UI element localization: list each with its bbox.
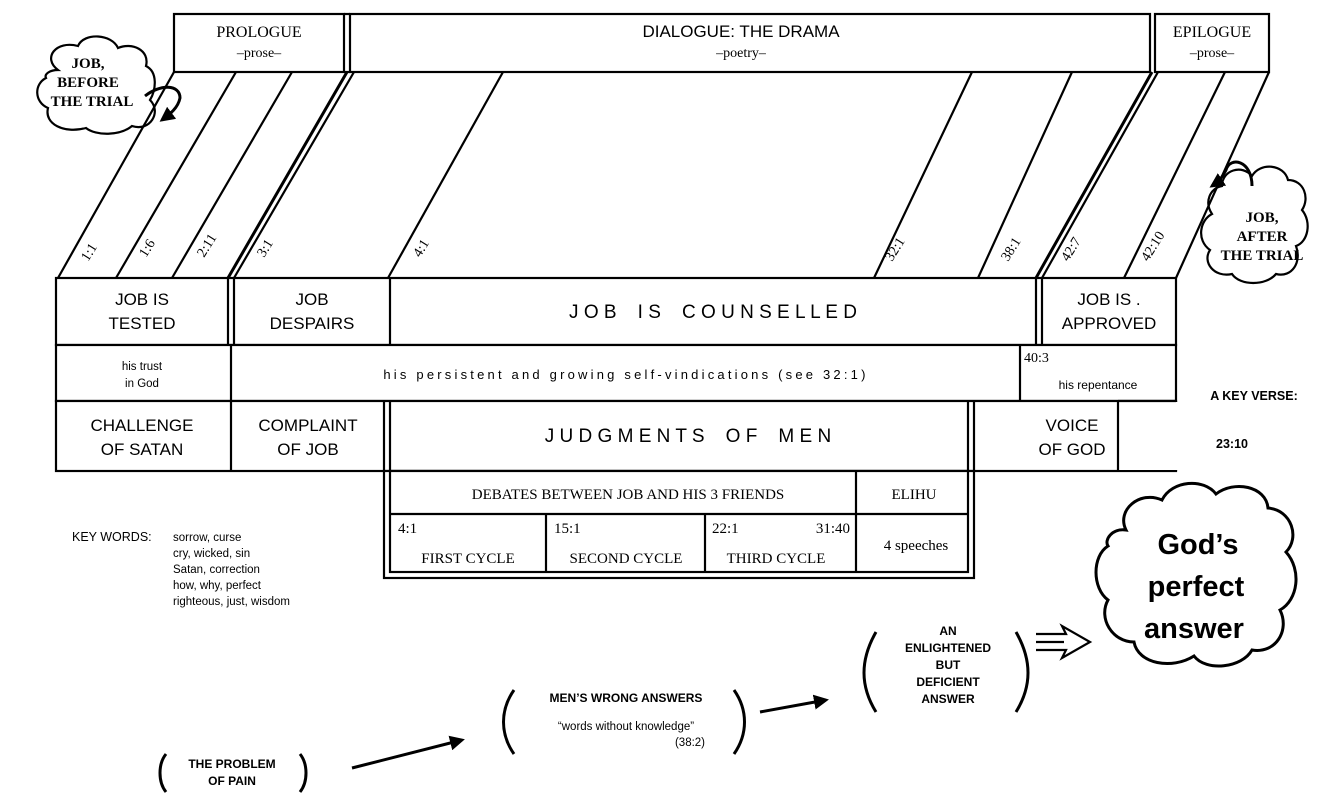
key-words-line: cry, wicked, sin (173, 548, 250, 560)
wrong-answers-quote: “words without knowledge” (558, 721, 694, 733)
double-arrow-icon (1036, 623, 1093, 661)
ref-label: 4:1 (411, 237, 433, 260)
answer-flow: THE PROBLEM OF PAIN MEN’S WRONG ANSWERS … (158, 481, 1298, 793)
repentance-text: his repentance (1059, 378, 1138, 392)
ref-label: 42:10 (1139, 229, 1169, 264)
perfect-answer-line2: perfect (1148, 571, 1245, 603)
cycle-label: SECOND CYCLE (570, 551, 683, 567)
dialogue-sub: –poetry– (715, 46, 767, 61)
cycle-ref: 15:1 (554, 521, 581, 537)
job-is-approved-line1: JOB IS . (1077, 290, 1140, 309)
arrow-to-enlightened (759, 694, 829, 714)
enlightened-line: AN (939, 624, 956, 638)
main-grid: JOB IS TESTED JOB DESPAIRS J O B I S C O… (54, 276, 1178, 473)
ref-label: 2:11 (195, 231, 221, 260)
epilogue-box (1153, 12, 1271, 74)
key-verse-ref: 23:10 (1216, 437, 1248, 451)
ref-label: 3:1 (255, 237, 277, 260)
key-words-line: righteous, just, wisdom (173, 596, 290, 608)
problem-of-pain-line1: THE PROBLEM (188, 757, 275, 771)
key-words: KEY WORDS: sorrow, curse cry, wicked, si… (72, 530, 290, 608)
cycle-label: FIRST CYCLE (421, 551, 515, 567)
callout-before-line3: THE TRIAL (51, 94, 134, 110)
header-bar: PROLOGUE –prose– DIALOGUE: THE DRAMA –po… (172, 12, 1271, 74)
enlightened-line: DEFICIENT (916, 675, 980, 689)
trust-line1: his trust (122, 361, 163, 373)
dialogue-title: DIALOGUE: THE DRAMA (642, 22, 840, 41)
key-words-line: how, why, perfect (173, 580, 262, 592)
enlightened-line: ENLIGHTENED (905, 641, 991, 655)
ref-label: 32:1 (883, 235, 909, 264)
wrong-answers-title: MEN’S WRONG ANSWERS (550, 691, 703, 705)
callout-after-line3: THE TRIAL (1221, 248, 1304, 264)
job-despairs-line2: DESPAIRS (270, 314, 355, 333)
dialogue-box (348, 12, 1152, 74)
cycle-ref-end: 31:40 (816, 521, 850, 537)
chapter-division-lines (57, 71, 1226, 279)
row2-frame (54, 343, 1178, 403)
epilogue-title: EPILOGUE (1173, 24, 1251, 41)
job-is-tested-line2: TESTED (108, 314, 175, 333)
problem-of-pain-line2: OF PAIN (208, 774, 256, 788)
callout-after-trial: JOB, AFTER THE TRIAL (1200, 160, 1309, 285)
job-is-approved-line2: APPROVED (1062, 314, 1156, 333)
self-vindication-text: his persistent and growing self-vindicat… (383, 367, 868, 382)
elihu-speeches: 4 speeches (884, 538, 949, 554)
job-despairs-line1: JOB (295, 290, 328, 309)
cycle-label: THIRD CYCLE (727, 551, 826, 567)
wrong-answers-ref: (38:2) (675, 737, 705, 749)
key-verse-label: A KEY VERSE: (1210, 389, 1298, 403)
complaint-of-job-line1: COMPLAINT (258, 416, 357, 435)
key-words-line: Satan, correction (173, 564, 260, 576)
perfect-answer-line3: answer (1144, 613, 1244, 645)
chapter-refs: 1:1 1:6 2:11 3:1 4:1 32:1 38:1 42:7 42:1… (79, 229, 1169, 264)
callout-before-line1: JOB, (72, 56, 105, 72)
prologue-box (172, 12, 346, 74)
epilogue-sub: –prose– (1189, 46, 1235, 61)
job-is-tested-line1: JOB IS (115, 290, 169, 309)
ref-label: 1:6 (137, 237, 159, 260)
voice-of-god-line1: VOICE (1046, 416, 1099, 435)
perfect-answer-line1: God’s (1157, 529, 1238, 561)
judgments-of-men: J U D G M E N T S O F M E N (545, 426, 831, 447)
callout-after-line2: AFTER (1237, 229, 1288, 245)
cycle-ref: 22:1 (712, 521, 739, 537)
challenge-of-satan-line1: CHALLENGE (91, 416, 194, 435)
ref-label: 1:1 (79, 241, 101, 264)
trust-line2: in God (125, 378, 159, 390)
debates-header: DEBATES BETWEEN JOB AND HIS 3 FRIENDS (472, 487, 785, 503)
callout-before-line2: BEFORE (57, 75, 119, 91)
enlightened-line: BUT (936, 658, 961, 672)
callout-before-trial: JOB, BEFORE THE TRIAL (36, 35, 182, 135)
perfect-answer-cloud (1094, 481, 1298, 668)
debates-section: DEBATES BETWEEN JOB AND HIS 3 FRIENDS EL… (382, 469, 976, 580)
debates-inner (388, 469, 970, 574)
key-words-label: KEY WORDS: (72, 530, 152, 544)
prologue-title: PROLOGUE (216, 24, 301, 41)
complaint-of-job-line2: OF JOB (277, 440, 338, 459)
elihu-header: ELIHU (892, 487, 937, 503)
challenge-of-satan-line2: OF SATAN (101, 440, 184, 459)
repentance-ref: 40:3 (1024, 351, 1049, 366)
key-words-line: sorrow, curse (173, 532, 241, 544)
cycle-ref: 4:1 (398, 521, 417, 537)
callout-after-line1: JOB, (1246, 210, 1279, 226)
enlightened-line: ANSWER (921, 692, 975, 706)
job-is-counselled: J O B I S C O U N S E L L E D (569, 302, 857, 323)
voice-of-god-line2: OF GOD (1038, 440, 1105, 459)
arrow-to-wrong-answers (351, 735, 465, 770)
prologue-sub: –prose– (236, 46, 282, 61)
ref-label: 38:1 (999, 235, 1025, 264)
